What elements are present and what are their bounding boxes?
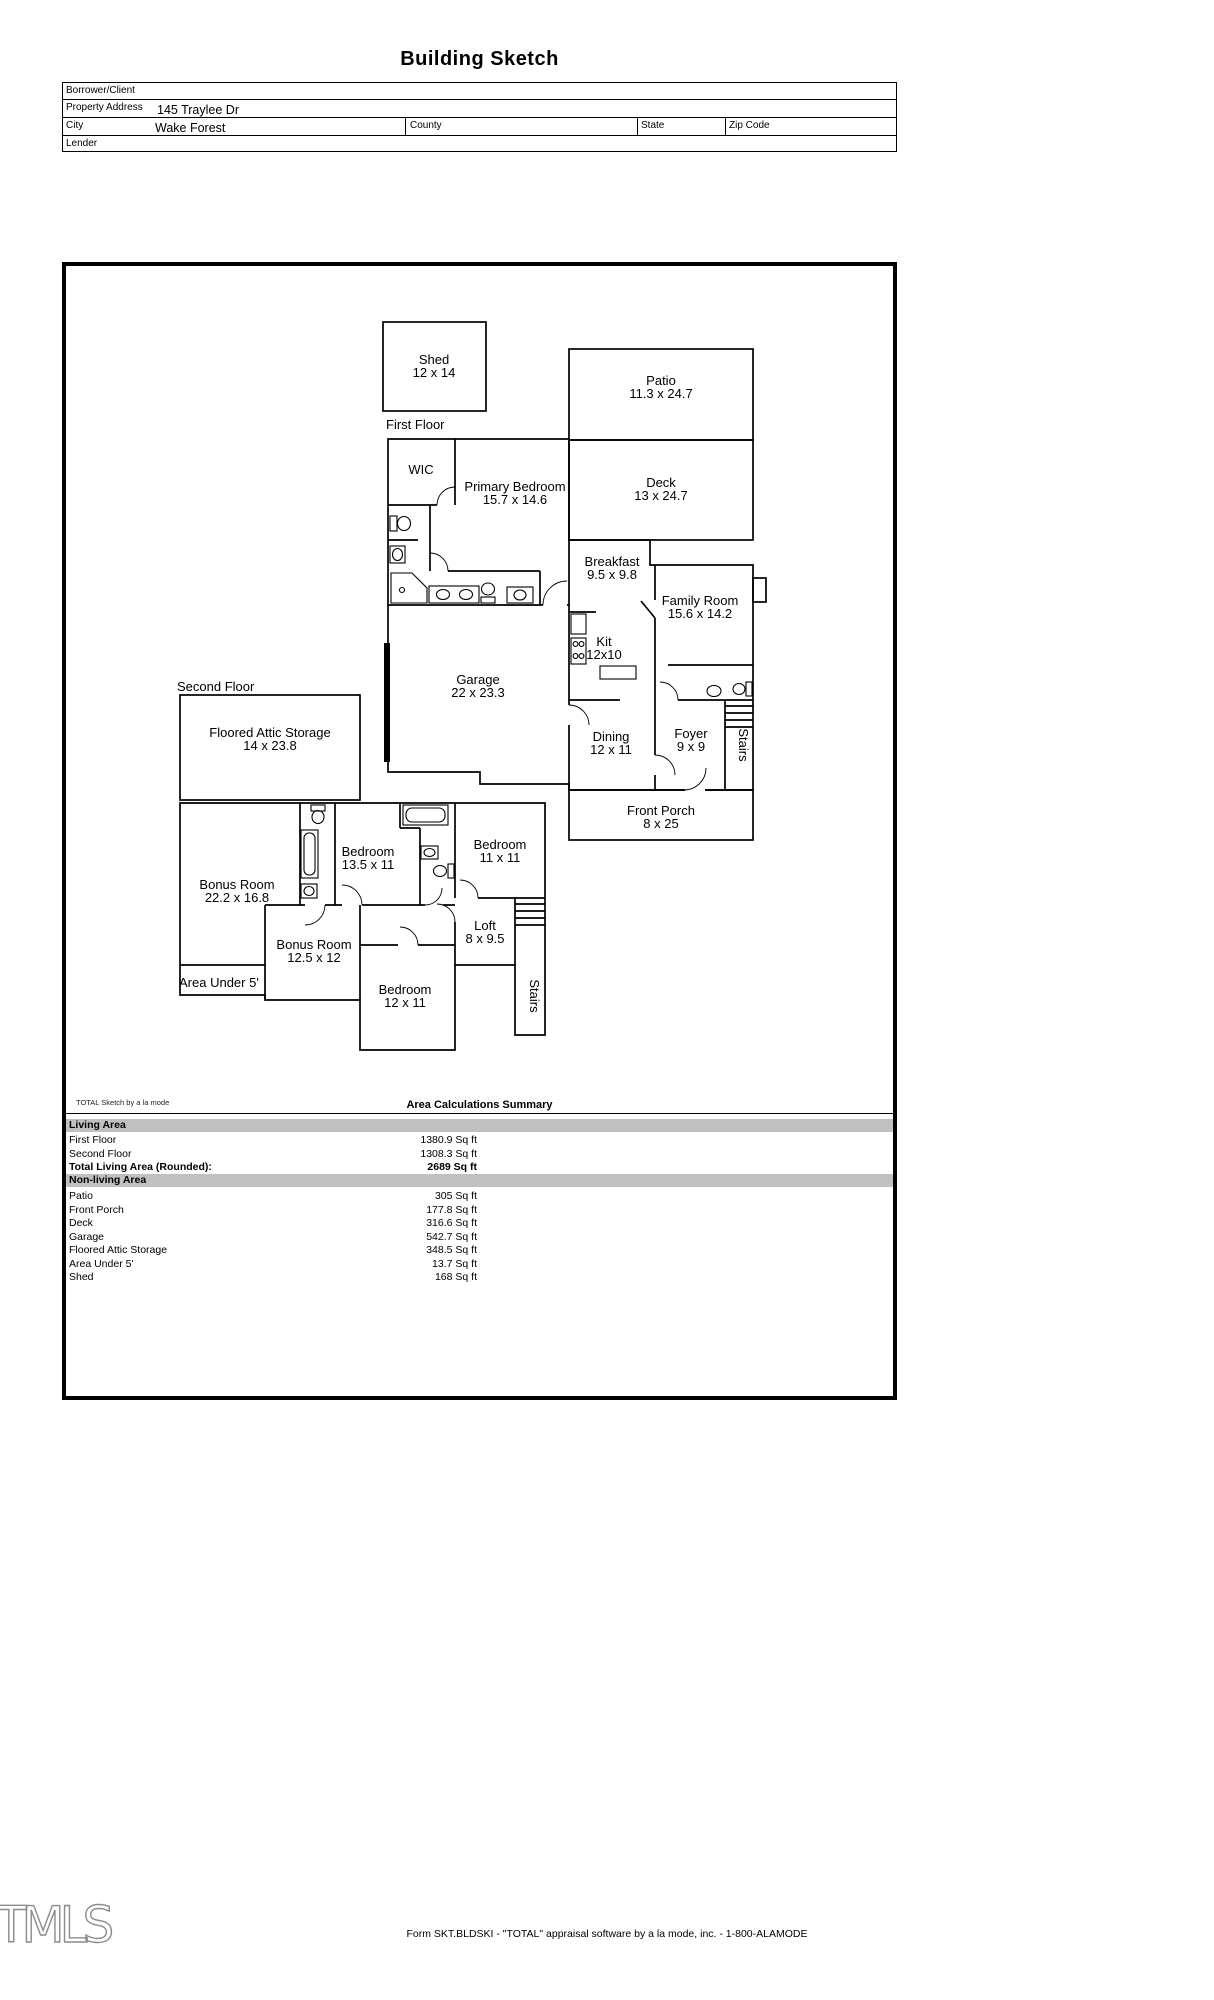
borrower-label: Borrower/Client [66, 85, 135, 96]
row-label: Total Living Area (Rounded): [69, 1161, 212, 1173]
summary-row: Area Under 5' 13.7 Sq ft [66, 1257, 893, 1271]
summary-row: Front Porch 177.8 Sq ft [66, 1203, 893, 1217]
summary-row: Deck 316.6 Sq ft [66, 1216, 893, 1230]
county-label: County [410, 120, 442, 131]
row-label: Second Floor [69, 1148, 132, 1160]
row-value: 1308.3 Sq ft [420, 1148, 477, 1160]
row-label: Deck [69, 1217, 93, 1229]
form-row-borrower: Borrower/Client [63, 83, 896, 99]
city-value: Wake Forest [155, 121, 226, 135]
form-footer-text: Form SKT.BLDSKI - "TOTAL" appraisal soft… [406, 1928, 808, 1940]
summary-row: Patio 305 Sq ft [66, 1189, 893, 1203]
row-value: 348.5 Sq ft [426, 1244, 477, 1256]
summary-row: Floored Attic Storage 348.5 Sq ft [66, 1243, 893, 1257]
property-address-label: Property Address [66, 102, 143, 113]
area-calculations-title: Area Calculations Summary [406, 1099, 553, 1111]
cell-divider [405, 118, 406, 135]
row-label: Area Under 5' [69, 1258, 134, 1270]
row-value: 177.8 Sq ft [426, 1204, 477, 1216]
row-value: 305 Sq ft [434, 1190, 477, 1202]
tmls-logo: TMLS [0, 1895, 117, 1954]
row-label: Shed [69, 1271, 94, 1283]
row-value: 168 Sq ft [434, 1271, 477, 1283]
summary-row: Second Floor 1308.3 Sq ft [66, 1147, 893, 1161]
row-label: Garage [69, 1231, 105, 1243]
zip-code-label: Zip Code [729, 120, 770, 131]
living-area-header: Living Area [66, 1119, 893, 1132]
summary-row: Shed 168 Sq ft [66, 1270, 893, 1284]
summary-row: First Floor 1380.9 Sq ft [66, 1133, 893, 1147]
row-value: 1380.9 Sq ft [420, 1134, 477, 1146]
form-row-city: City Wake Forest County State Zip Code [63, 117, 896, 135]
page-title: Building Sketch [400, 48, 559, 70]
row-label: Floored Attic Storage [69, 1244, 168, 1256]
row-label: First Floor [69, 1134, 117, 1146]
tmls-logo-text: TMLS [0, 1896, 112, 1954]
state-label: State [641, 120, 665, 131]
sketch-border-box [62, 262, 897, 1400]
total-living-area-row: Total Living Area (Rounded): 2689 Sq ft [66, 1160, 893, 1174]
cell-divider [725, 118, 726, 135]
row-value: 2689 Sq ft [427, 1161, 477, 1173]
city-label: City [66, 120, 84, 131]
form-row-property-address: Property Address 145 Traylee Dr [63, 99, 896, 117]
summary-row: Garage 542.7 Sq ft [66, 1230, 893, 1244]
row-value: 316.6 Sq ft [426, 1217, 477, 1229]
row-label: Front Porch [69, 1204, 124, 1216]
total-sketch-watermark: TOTAL Sketch by a la mode [76, 1098, 170, 1107]
row-label: Patio [69, 1190, 93, 1202]
non-living-area-header: Non-living Area [66, 1174, 893, 1187]
row-value: 13.7 Sq ft [432, 1258, 477, 1270]
cell-divider [637, 118, 638, 135]
property-form: Borrower/Client Property Address 145 Tra… [62, 82, 897, 152]
property-address-value: 145 Traylee Dr [157, 103, 239, 117]
row-value: 542.7 Sq ft [426, 1231, 477, 1243]
lender-label: Lender [66, 138, 98, 149]
form-row-lender: Lender [63, 135, 896, 153]
summary-divider [66, 1113, 893, 1114]
